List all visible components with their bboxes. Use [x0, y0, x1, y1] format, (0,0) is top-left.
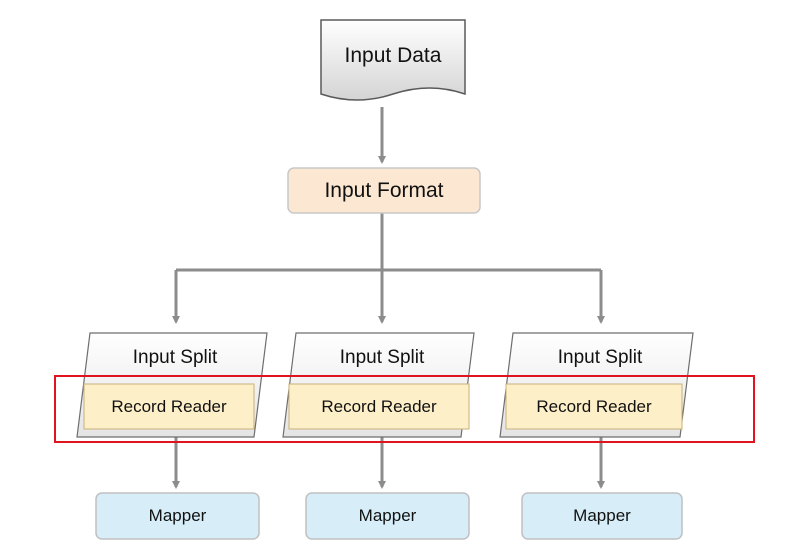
highlight-frame — [54, 375, 755, 443]
mapper-label-1: Mapper — [148, 506, 207, 525]
input-split-label-3: Input Split — [557, 347, 643, 368]
input-data-document — [320, 19, 466, 101]
mapper-box-1 — [95, 492, 260, 540]
mapper-label-3: Mapper — [573, 506, 631, 525]
input-data-label: Input Data — [344, 44, 442, 67]
input-format-box — [287, 167, 481, 214]
record-reader-label-1: Record Reader — [111, 396, 227, 416]
record-reader-label-2: Record Reader — [321, 396, 437, 416]
mapper-box-2 — [305, 492, 470, 540]
input-split-label-2: Input Split — [339, 347, 425, 368]
record-reader-box-1 — [83, 383, 255, 430]
mapper-label-2: Mapper — [358, 506, 417, 525]
input-format-label: Input Format — [324, 178, 444, 202]
mapper-box-3 — [521, 492, 683, 540]
record-reader-box-2 — [288, 383, 470, 430]
record-reader-label-3: Record Reader — [536, 396, 652, 416]
record-reader-box-3 — [505, 383, 683, 430]
input-split-label-1: Input Split — [132, 347, 218, 368]
